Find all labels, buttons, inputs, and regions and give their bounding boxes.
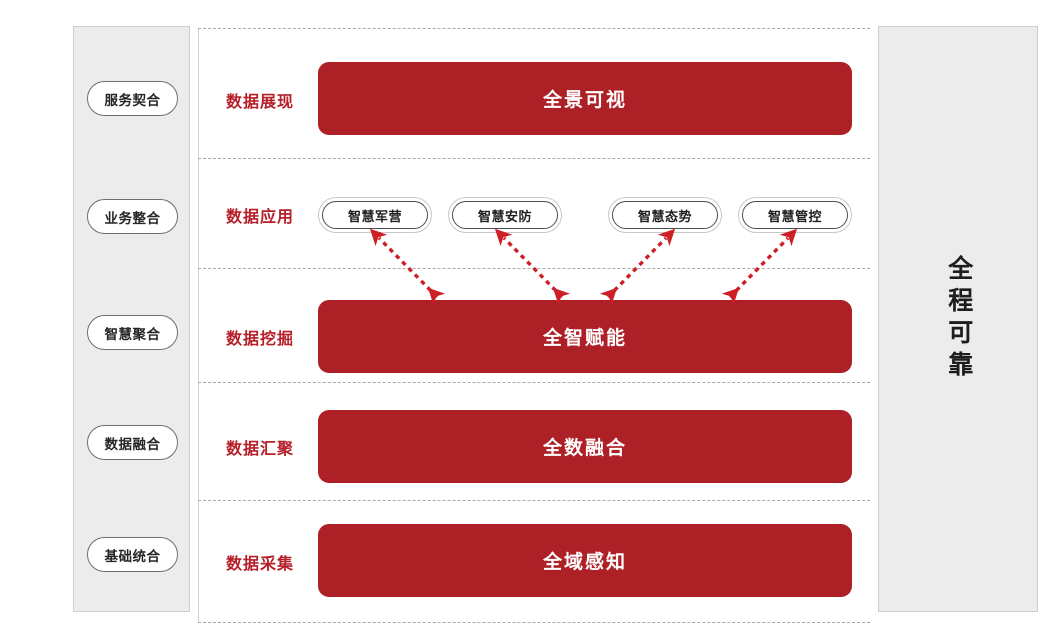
row-label-collection: 数据采集 xyxy=(225,556,294,573)
row-label-presentation: 数据展现 xyxy=(225,94,294,111)
app-pill-smart-situation[interactable]: 智慧态势 xyxy=(608,197,722,233)
row-separator-3 xyxy=(198,382,870,383)
app-pill-inner: 智慧管控 xyxy=(742,201,848,229)
row-separator-2 xyxy=(198,268,870,269)
app-pill-inner: 智慧态势 xyxy=(612,201,718,229)
app-pill-label: 智慧态势 xyxy=(637,208,692,224)
row-separator-0 xyxy=(198,28,870,29)
stage-pill-label: 智慧聚合 xyxy=(104,326,161,342)
stage-pill-1[interactable]: 服务契合 xyxy=(87,81,178,116)
stage-pill-label: 数据融合 xyxy=(104,436,161,452)
stage-pill-3[interactable]: 智慧聚合 xyxy=(87,315,178,350)
app-pill-smart-barracks[interactable]: 智慧军营 xyxy=(318,197,432,233)
stage-pill-2[interactable]: 业务整合 xyxy=(87,199,178,234)
red-bar-label: 全数融合 xyxy=(542,438,627,459)
stage-pill-label: 基础统合 xyxy=(104,548,161,564)
stage-pill-label: 服务契合 xyxy=(104,92,161,108)
red-bar-label: 全智赋能 xyxy=(542,328,627,349)
red-bar-intelligent-empowerment[interactable]: 全智赋能 xyxy=(318,300,852,373)
stage-pill-label: 业务整合 xyxy=(104,210,161,226)
left-stage-panel: 服务契合 业务整合 智慧聚合 数据融合 基础统合 xyxy=(73,26,190,612)
app-pill-label: 智慧管控 xyxy=(767,208,822,224)
right-panel-caption: 全程可靠 xyxy=(944,255,973,383)
right-reliability-panel: 全程可靠 xyxy=(878,26,1038,612)
app-pill-smart-control[interactable]: 智慧管控 xyxy=(738,197,852,233)
app-pill-smart-security[interactable]: 智慧安防 xyxy=(448,197,562,233)
app-pill-label: 智慧安防 xyxy=(477,208,532,224)
row-label-mining: 数据挖掘 xyxy=(225,331,294,348)
stage-pill-4[interactable]: 数据融合 xyxy=(87,425,178,460)
app-pill-label: 智慧军营 xyxy=(347,208,402,224)
right-panel-caption-wrap: 全程可靠 xyxy=(879,27,1037,611)
red-bar-global-perception[interactable]: 全域感知 xyxy=(318,524,852,597)
row-label-aggregation: 数据汇聚 xyxy=(225,441,294,458)
red-bar-panoramic-view[interactable]: 全景可视 xyxy=(318,62,852,135)
row-label-application: 数据应用 xyxy=(225,209,294,226)
stage-pill-5[interactable]: 基础统合 xyxy=(87,537,178,572)
content-left-rule xyxy=(198,28,199,622)
red-bar-label: 全域感知 xyxy=(542,552,627,573)
red-bar-label: 全景可视 xyxy=(542,90,627,111)
red-bar-data-fusion[interactable]: 全数融合 xyxy=(318,410,852,483)
row-separator-1 xyxy=(198,158,870,159)
row-separator-4 xyxy=(198,500,870,501)
row-separator-5 xyxy=(198,622,870,623)
app-pill-inner: 智慧军营 xyxy=(322,201,428,229)
app-pill-inner: 智慧安防 xyxy=(452,201,558,229)
